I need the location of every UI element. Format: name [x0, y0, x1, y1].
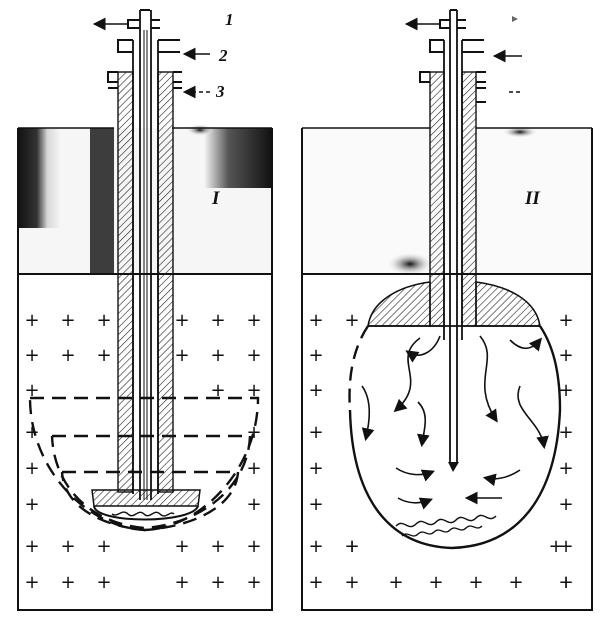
rock-plus-mark: + [246, 572, 261, 593]
rock-plus-mark: + [174, 572, 189, 593]
rock-plus-mark: + [96, 310, 111, 331]
rock-plus-mark: + [96, 345, 111, 366]
rock-plus-mark: + [558, 310, 573, 331]
rock-plus-mark: + [246, 310, 261, 331]
rock-plus-mark: + [210, 572, 225, 593]
pipe-label-3: 3 [216, 82, 225, 101]
panel-II: ++++++++++++++++++++++++++ [301, 9, 593, 611]
rock-plus-mark: + [558, 458, 573, 479]
rock-plus-mark: + [210, 345, 225, 366]
initial-chamber-I [91, 489, 201, 521]
well-column-I [117, 10, 174, 500]
rock-plus-mark: + [344, 536, 359, 557]
rock-plus-mark: + [246, 494, 261, 515]
rock-plus-mark: + [308, 458, 323, 479]
rock-plus-mark: + [60, 310, 75, 331]
circulation-arrows-II [361, 335, 549, 510]
rock-plus-mark: + [308, 422, 323, 443]
rock-plus-mark: + [174, 345, 189, 366]
rock-plus-mark: + [24, 572, 39, 593]
rock-plus-mark: + [246, 536, 261, 557]
rock-plus-mark: + [388, 572, 403, 593]
cavity-stages-I [28, 396, 260, 532]
rock-plus-mark: + [428, 572, 443, 593]
rock-marks-II: ++++++++++++++++++++++++++ [308, 310, 573, 593]
rock-plus-mark: + [344, 536, 359, 557]
rock-plus-mark: + [468, 572, 483, 593]
rock-plus-mark: + [60, 536, 75, 557]
rock-plus-mark: + [558, 572, 573, 593]
rock-plus-mark: + [308, 310, 323, 331]
rock-plus-mark: + [508, 572, 523, 593]
rock-plus-mark: + [558, 536, 573, 557]
cavern-II [348, 281, 562, 550]
rock-plus-mark: + [246, 458, 261, 479]
rock-plus-mark: + [246, 422, 261, 443]
rock-plus-mark: + [210, 380, 225, 401]
rock-plus-mark: + [308, 494, 323, 515]
rock-plus-mark: + [558, 345, 573, 366]
rock-plus-mark: + [24, 380, 39, 401]
rock-plus-mark: + [558, 572, 573, 593]
rock-plus-mark: + [246, 345, 261, 366]
rock-plus-mark: + [308, 536, 323, 557]
rock-plus-mark: + [60, 345, 75, 366]
rock-plus-mark: + [308, 380, 323, 401]
rock-plus-mark: + [344, 572, 359, 593]
rock-plus-mark: + [24, 345, 39, 366]
soil-layer-II [302, 126, 592, 276]
flow-arrows-II [404, 16, 522, 93]
rock-plus-mark: + [174, 536, 189, 557]
pipe-label-2: 2 [219, 46, 228, 65]
panel-I: + + + + + + + + + + + + + + + + + + + + + + + + + + + + + + + + + [17, 9, 273, 611]
well-column-II [429, 10, 477, 472]
rock-plus-mark: + [24, 422, 39, 443]
rock-plus-mark: + [174, 310, 189, 331]
rock-marks-I: + + + + + + + + + + + + + + + + + + + + + + + + + + + + + + + + + [24, 310, 261, 593]
rock-plus-mark: + [344, 310, 359, 331]
rock-plus-mark: + [96, 536, 111, 557]
pipe-label-1: 1 [225, 10, 234, 29]
rock-plus-mark: + [96, 572, 111, 593]
rock-plus-mark: + [210, 310, 225, 331]
panel-label-I: I [212, 188, 220, 209]
rock-plus-mark: + [558, 494, 573, 515]
rock-plus-mark: + [24, 458, 39, 479]
rock-plus-mark: + [558, 422, 573, 443]
rock-plus-mark: + [24, 536, 39, 557]
panel-label-II: II [525, 188, 540, 209]
rock-plus-mark: + [308, 572, 323, 593]
rock-plus-mark: + [24, 494, 39, 515]
flow-arrows-I [92, 17, 210, 99]
rock-plus-mark: + [558, 380, 573, 401]
rock-plus-mark: + [548, 536, 563, 557]
rock-plus-mark: + [60, 572, 75, 593]
soil-layer-I [18, 124, 272, 274]
rock-plus-mark: + [24, 310, 39, 331]
rock-plus-mark: + [308, 345, 323, 366]
rock-boundary-I [17, 128, 273, 611]
rock-boundary-II [301, 128, 593, 611]
rock-plus-mark: + [210, 536, 225, 557]
rock-plus-mark: + [246, 380, 261, 401]
